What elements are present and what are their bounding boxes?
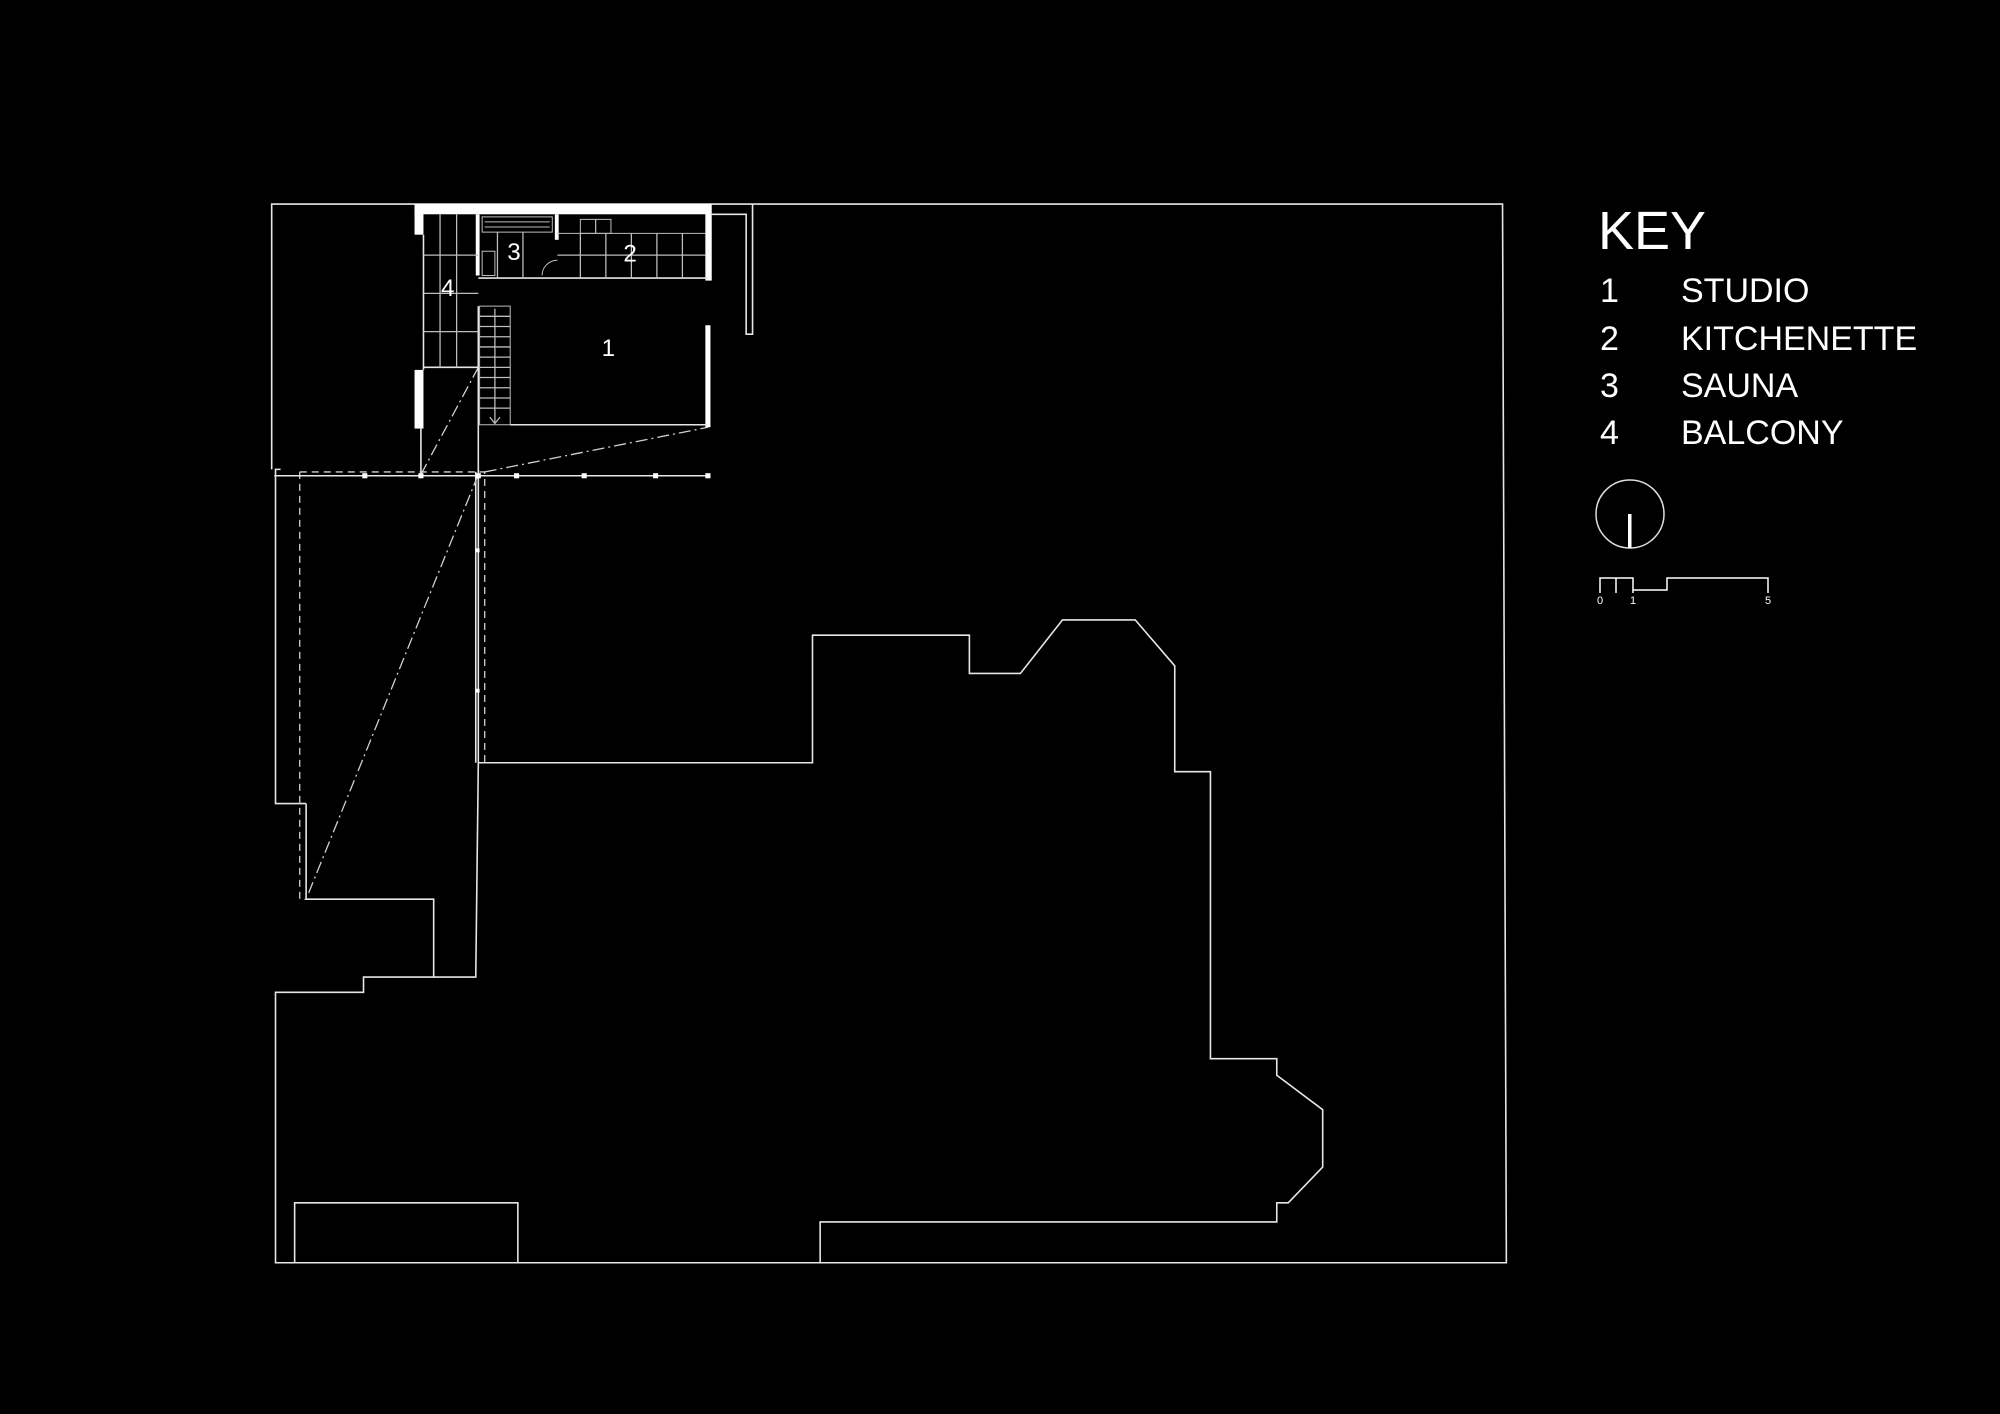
site-boundary	[272, 204, 1507, 1263]
section-line	[421, 367, 478, 474]
room-label-balcony: 4	[441, 275, 454, 302]
room-label-sauna: 3	[507, 239, 520, 266]
scale-label: 5	[1765, 595, 1771, 607]
site-boundary-left	[276, 469, 307, 803]
ground-footprint-dashed	[300, 472, 485, 763]
key-item-label: BALCONY	[1681, 414, 1844, 452]
key-item-label: SAUNA	[1681, 367, 1798, 405]
key-legend: KEY 1 STUDIO 2 KITCHENETTE 3 SAUNA 4 BAL…	[1598, 201, 1917, 452]
section-line	[309, 474, 479, 892]
key-item-number: 2	[1600, 320, 1619, 358]
scale-bar: 0 1 5	[1597, 577, 1771, 607]
key-item-number: 1	[1600, 272, 1619, 310]
key-item-label: KITCHENETTE	[1681, 320, 1917, 358]
neighbour-house-outline	[478, 620, 1322, 1263]
north-arrow-icon	[1595, 479, 1665, 549]
ground-footprint-dashed-left	[300, 472, 428, 899]
key-item-number: 3	[1600, 367, 1619, 405]
section-line	[485, 427, 708, 472]
key-title: KEY	[1598, 201, 1706, 261]
room-label-studio: 1	[602, 335, 615, 362]
key-item-label: STUDIO	[1681, 272, 1809, 310]
scale-label: 0	[1597, 595, 1603, 607]
scale-label: 1	[1630, 595, 1636, 607]
room-label-kitchenette: 2	[623, 240, 636, 267]
shed-outline	[295, 1203, 518, 1263]
posts	[362, 473, 711, 693]
lower-wall	[306, 804, 434, 977]
key-item-number: 4	[1600, 414, 1619, 452]
studio-building	[414, 204, 753, 474]
